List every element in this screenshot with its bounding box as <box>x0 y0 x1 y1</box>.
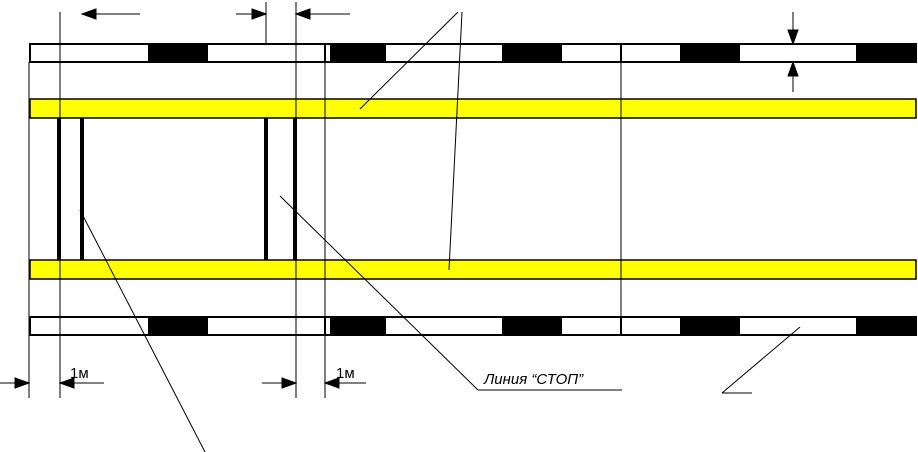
extension-lines <box>28 2 622 398</box>
stop-line-label: Линия “СТОП” <box>483 371 584 388</box>
top-curb-strip <box>29 43 917 63</box>
yellow-line-bottom <box>29 259 917 280</box>
top-dimension-arrows <box>80 8 350 20</box>
bottom-curb-strip <box>29 316 917 336</box>
leader-lines <box>79 11 801 452</box>
strip-width-dimension <box>776 12 806 92</box>
dimension-label-right: 1м <box>336 365 355 382</box>
dimension-label-left: 1м <box>70 365 89 382</box>
stop-lines <box>57 118 297 260</box>
yellow-line-top <box>29 98 917 119</box>
bottom-dimension-arrows <box>0 377 366 389</box>
